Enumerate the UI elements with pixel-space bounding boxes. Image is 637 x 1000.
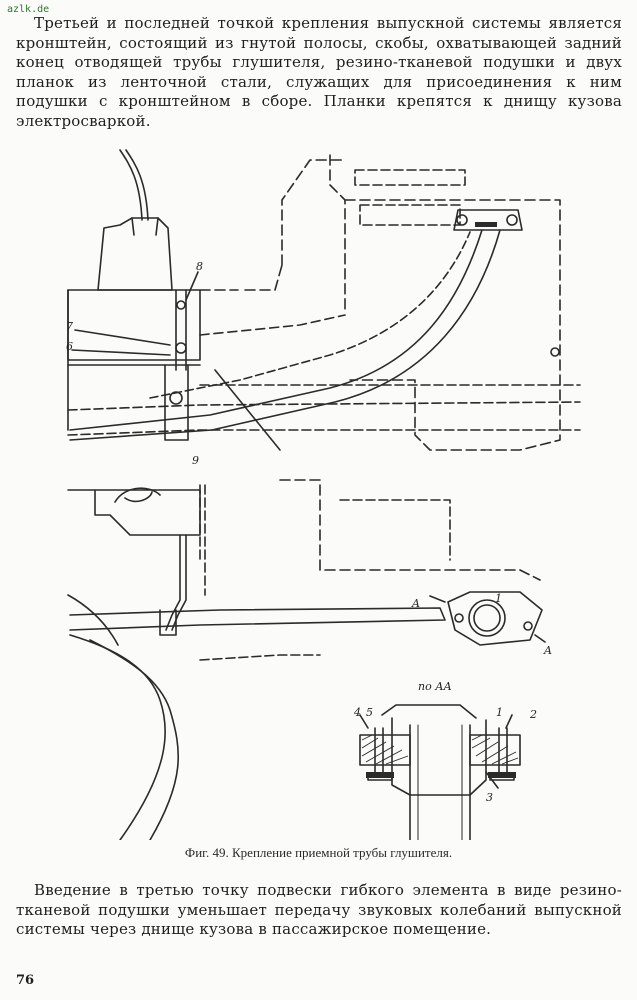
paragraph-intro: Третьей и последней точкой крепления вып… [16, 14, 622, 130]
figure-caption: Фиг. 49. Крепление приемной трубы глушит… [184, 845, 453, 860]
callout-1: 1 [496, 706, 503, 719]
section-title: по АА [418, 680, 452, 693]
callout-7: 7 [66, 320, 73, 333]
paragraph-outro: Введение в третью точку подвески гибкого… [16, 881, 622, 938]
callout-3: 3 [486, 791, 493, 804]
page-number: 76 [16, 973, 35, 988]
callout-6: 6 [66, 340, 73, 353]
callout-2: 2 [529, 708, 537, 721]
section-marker-a-left: A [411, 597, 420, 610]
technical-drawing: 8 7 6 9 A A 1 по АА 4 5 1 2 3 [66, 149, 581, 840]
callout-8: 8 [196, 260, 203, 273]
callout-4: 4 [353, 706, 361, 719]
callout-5: 5 [366, 706, 373, 719]
callout-1-top: 1 [495, 592, 502, 605]
callout-9: 9 [192, 454, 199, 467]
section-marker-a-right: A [543, 644, 552, 657]
watermark: azlk.de [7, 4, 50, 15]
